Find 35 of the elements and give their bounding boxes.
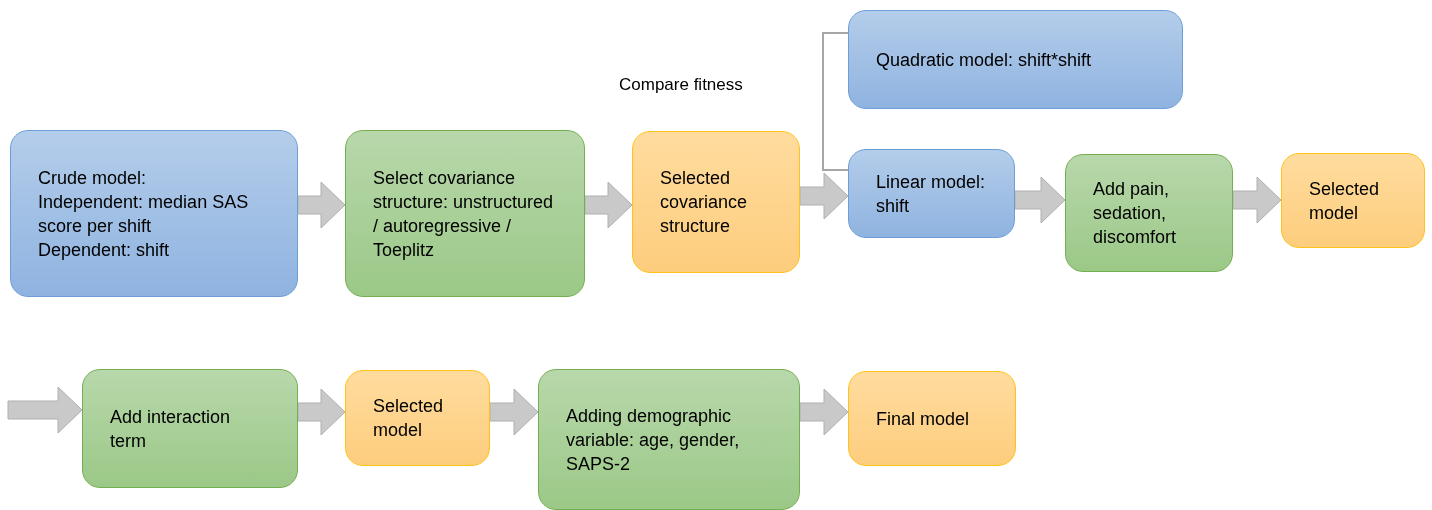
process-box [345,130,585,297]
process-box [632,131,800,273]
box-text: Add pain, sedation, discomfort [1093,178,1178,249]
process-box [1281,153,1425,248]
block-arrow [1014,176,1066,224]
box-text: Selected covariance structure [660,167,749,238]
box-text: Add interaction term [110,405,232,453]
block-arrow [297,181,346,229]
box-text: Dependent: shift [38,238,171,262]
box-text: Independent: median SAS score per shift [38,190,250,238]
process-box [538,369,800,510]
block-arrow [1232,176,1282,224]
box-text: Adding demographic variable: age, gender, SAPS-2 [566,404,741,476]
process-box [848,371,1016,466]
bracket-connector [822,32,849,171]
block-arrow [799,388,849,436]
process-box [82,369,298,488]
block-arrow [297,388,346,436]
box-text: Final model [876,407,971,431]
box-text: Linear model: shift [876,170,986,218]
annotation-text: Compare fitness [619,74,743,96]
process-box [848,149,1015,238]
process-box [1065,154,1233,272]
block-arrow [799,172,849,220]
block-arrow [584,181,633,229]
block-arrow [489,388,539,436]
process-box [848,10,1183,109]
box-text: Quadratic model: shift*shift [876,48,1093,72]
process-box [10,130,298,297]
box-text: Select covariance structure: unstructured / autoregressive / Toeplitz [373,166,555,262]
process-box [345,370,490,466]
box-text: Selected model [1309,177,1381,225]
box-text: Selected model [373,395,445,442]
block-arrow [7,386,83,434]
box-text: Crude model: [38,166,148,190]
